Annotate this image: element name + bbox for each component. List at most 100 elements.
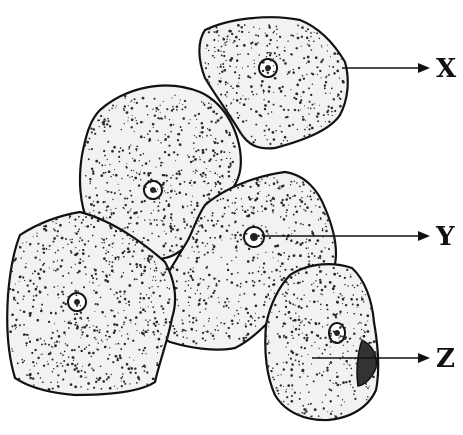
- cytoplasm-granule: [136, 150, 137, 151]
- cytoplasm-granule: [99, 329, 101, 331]
- cytoplasm-granule: [74, 324, 76, 326]
- cytoplasm-granule: [225, 305, 227, 307]
- cytoplasm-granule: [287, 143, 289, 145]
- cytoplasm-granule: [221, 239, 222, 240]
- cytoplasm-granule: [170, 124, 173, 127]
- cytoplasm-granule: [158, 338, 161, 341]
- cytoplasm-granule: [208, 297, 209, 298]
- cytoplasm-granule: [105, 335, 107, 337]
- cytoplasm-granule: [307, 376, 309, 378]
- cytoplasm-granule: [163, 182, 165, 184]
- cytoplasm-granule: [109, 126, 111, 128]
- cytoplasm-granule: [306, 241, 307, 242]
- cytoplasm-granule: [326, 304, 328, 306]
- cytoplasm-granule: [152, 331, 154, 333]
- cytoplasm-granule: [280, 90, 283, 93]
- cytoplasm-granule: [158, 109, 160, 111]
- cytoplasm-granule: [295, 359, 297, 361]
- cytoplasm-granule: [308, 403, 310, 405]
- cytoplasm-granule: [216, 223, 217, 224]
- cytoplasm-granule: [316, 334, 318, 336]
- cytoplasm-granule: [74, 290, 76, 292]
- cytoplasm-granule: [304, 318, 306, 320]
- cytoplasm-granule: [303, 337, 305, 339]
- cytoplasm-granule: [124, 293, 125, 294]
- cytoplasm-granule: [193, 217, 194, 218]
- cytoplasm-granule: [353, 345, 354, 346]
- cytoplasm-granule: [29, 377, 31, 379]
- cytoplasm-granule: [120, 348, 122, 350]
- cytoplasm-granule: [333, 267, 335, 269]
- cytoplasm-granule: [301, 26, 304, 29]
- cytoplasm-granule: [165, 268, 168, 271]
- cytoplasm-granule: [181, 330, 183, 332]
- cytoplasm-granule: [70, 252, 72, 254]
- cytoplasm-granule: [188, 123, 190, 125]
- cytoplasm-granule: [47, 361, 48, 362]
- cytoplasm-granule: [135, 244, 137, 246]
- cytoplasm-granule: [329, 400, 331, 402]
- cytoplasm-granule: [139, 297, 141, 299]
- cytoplasm-granule: [255, 182, 257, 184]
- cytoplasm-granule: [360, 283, 361, 284]
- cytoplasm-granule: [220, 51, 221, 52]
- cytoplasm-granule: [81, 222, 83, 224]
- cytoplasm-granule: [95, 116, 96, 117]
- cytoplasm-granule: [330, 340, 333, 343]
- cytoplasm-granule: [239, 234, 242, 237]
- cytoplasm-granule: [278, 393, 280, 395]
- cytoplasm-granule: [324, 247, 325, 248]
- cytoplasm-granule: [33, 384, 35, 386]
- cytoplasm-granule: [220, 64, 221, 65]
- cytoplasm-granule: [302, 116, 304, 118]
- cytoplasm-granule: [160, 280, 162, 282]
- cytoplasm-granule: [316, 115, 318, 117]
- cytoplasm-granule: [194, 114, 196, 116]
- cytoplasm-granule: [18, 378, 21, 381]
- cytoplasm-granule: [106, 276, 108, 278]
- cytoplasm-granule: [131, 119, 132, 120]
- cytoplasm-granule: [273, 104, 275, 106]
- cytoplasm-granule: [170, 177, 172, 179]
- cytoplasm-granule: [159, 158, 161, 160]
- cytoplasm-granule: [350, 298, 353, 301]
- cytoplasm-granule: [273, 30, 275, 32]
- cytoplasm-granule: [189, 182, 191, 184]
- cytoplasm-granule: [337, 60, 340, 63]
- cytoplasm-granule: [115, 343, 116, 344]
- cytoplasm-granule: [272, 252, 273, 253]
- cytoplasm-granule: [215, 31, 218, 34]
- cytoplasm-granule: [164, 116, 166, 118]
- cytoplasm-granule: [160, 112, 161, 113]
- cytoplasm-granule: [272, 131, 275, 134]
- cytoplasm-granule: [300, 298, 302, 300]
- cytoplasm-granule: [56, 365, 58, 367]
- cytoplasm-granule: [29, 369, 30, 370]
- cytoplasm-granule: [95, 273, 97, 275]
- cytoplasm-granule: [53, 228, 55, 230]
- cytoplasm-granule: [232, 142, 234, 144]
- cytoplasm-granule: [84, 243, 86, 245]
- cytoplasm-granule: [238, 82, 239, 83]
- cytoplasm-granule: [57, 385, 59, 387]
- cytoplasm-granule: [313, 192, 315, 194]
- cytoplasm-granule: [359, 322, 360, 323]
- cytoplasm-granule: [163, 208, 166, 211]
- cytoplasm-granule: [50, 382, 52, 384]
- cytoplasm-granule: [171, 219, 172, 220]
- cytoplasm-granule: [165, 318, 167, 320]
- cytoplasm-granule: [202, 242, 204, 244]
- cytoplasm-granule: [274, 52, 276, 54]
- cytoplasm-granule: [367, 351, 368, 352]
- cytoplasm-granule: [321, 270, 322, 271]
- cytoplasm-granule: [220, 322, 222, 324]
- cytoplasm-granule: [128, 146, 130, 148]
- cytoplasm-granule: [122, 376, 123, 377]
- cytoplasm-granule: [231, 212, 233, 214]
- cytoplasm-granule: [373, 340, 376, 343]
- cytoplasm-granule: [289, 227, 290, 228]
- cytoplasm-granule: [25, 266, 27, 268]
- cytoplasm-granule: [55, 218, 58, 221]
- cytoplasm-granule: [231, 273, 233, 275]
- cytoplasm-granule: [196, 223, 197, 224]
